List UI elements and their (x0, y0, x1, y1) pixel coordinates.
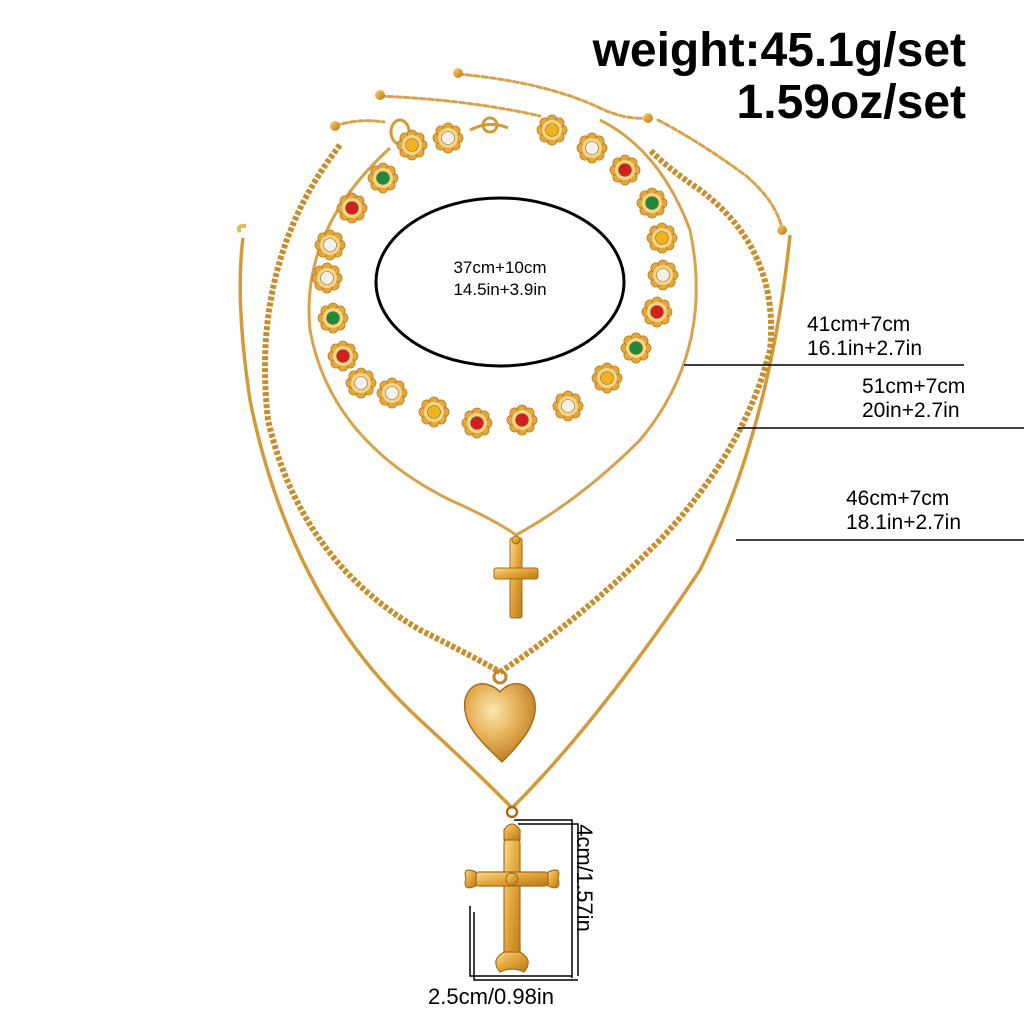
choker-stone (506, 404, 538, 436)
pendant-width-label: 2.5cm/0.98in (428, 984, 554, 1009)
choker-stone (636, 187, 668, 219)
choker-stone (609, 154, 641, 186)
choker-stone (311, 262, 343, 294)
large-cross-necklace-length-imperial: 18.1in+2.7in (846, 511, 962, 534)
choker-stone (536, 114, 568, 146)
choker-stone (461, 407, 493, 439)
choker-stones (311, 114, 679, 439)
chain-end-beads (330, 68, 787, 235)
cross-chain (307, 118, 698, 537)
choker-stone (336, 192, 368, 224)
choker-stone (376, 377, 408, 409)
pendant-dimension-lines (469, 819, 579, 981)
choker-length-metric: 37cm+10cm (453, 258, 547, 277)
cross-necklace-length-imperial: 16.1in+2.7in (807, 337, 923, 360)
heart-necklace-length-imperial: 20in+2.7in (862, 399, 960, 422)
choker-stone (620, 332, 652, 364)
choker-stone (641, 296, 673, 328)
large-cross-chain (238, 234, 792, 810)
small-cross-pendant (493, 535, 539, 619)
choker-stone (327, 340, 359, 372)
pendant-height-label: 4cm/1.57in (572, 824, 597, 932)
large-cross-necklace-length-metric: 46cm+7cm (846, 487, 950, 510)
choker-length-oval (374, 196, 626, 368)
weight-grams-label: weight:45.1g/set (592, 24, 966, 77)
choker-stone (552, 390, 584, 422)
choker-stone (317, 302, 349, 334)
choker-stone (396, 129, 428, 161)
choker-stone (314, 229, 346, 261)
weight-ounces-label: 1.59oz/set (736, 76, 966, 129)
choker-stone (367, 162, 399, 194)
choker-stone (432, 122, 464, 154)
choker-stone (646, 222, 678, 254)
choker-stone (647, 259, 679, 291)
choker-stone (591, 362, 623, 394)
cross-necklace-length-metric: 41cm+7cm (807, 313, 911, 336)
heart-pendant (464, 669, 536, 764)
choker-stone (576, 132, 608, 164)
heart-necklace-length-metric: 51cm+7cm (862, 375, 966, 398)
choker-stone (418, 396, 450, 428)
choker-length-imperial: 14.5in+3.9in (453, 280, 547, 299)
length-leader-lines (684, 364, 1024, 541)
heart-chain (262, 143, 775, 675)
choker-stone (345, 367, 377, 399)
large-cross-pendant (464, 805, 560, 973)
